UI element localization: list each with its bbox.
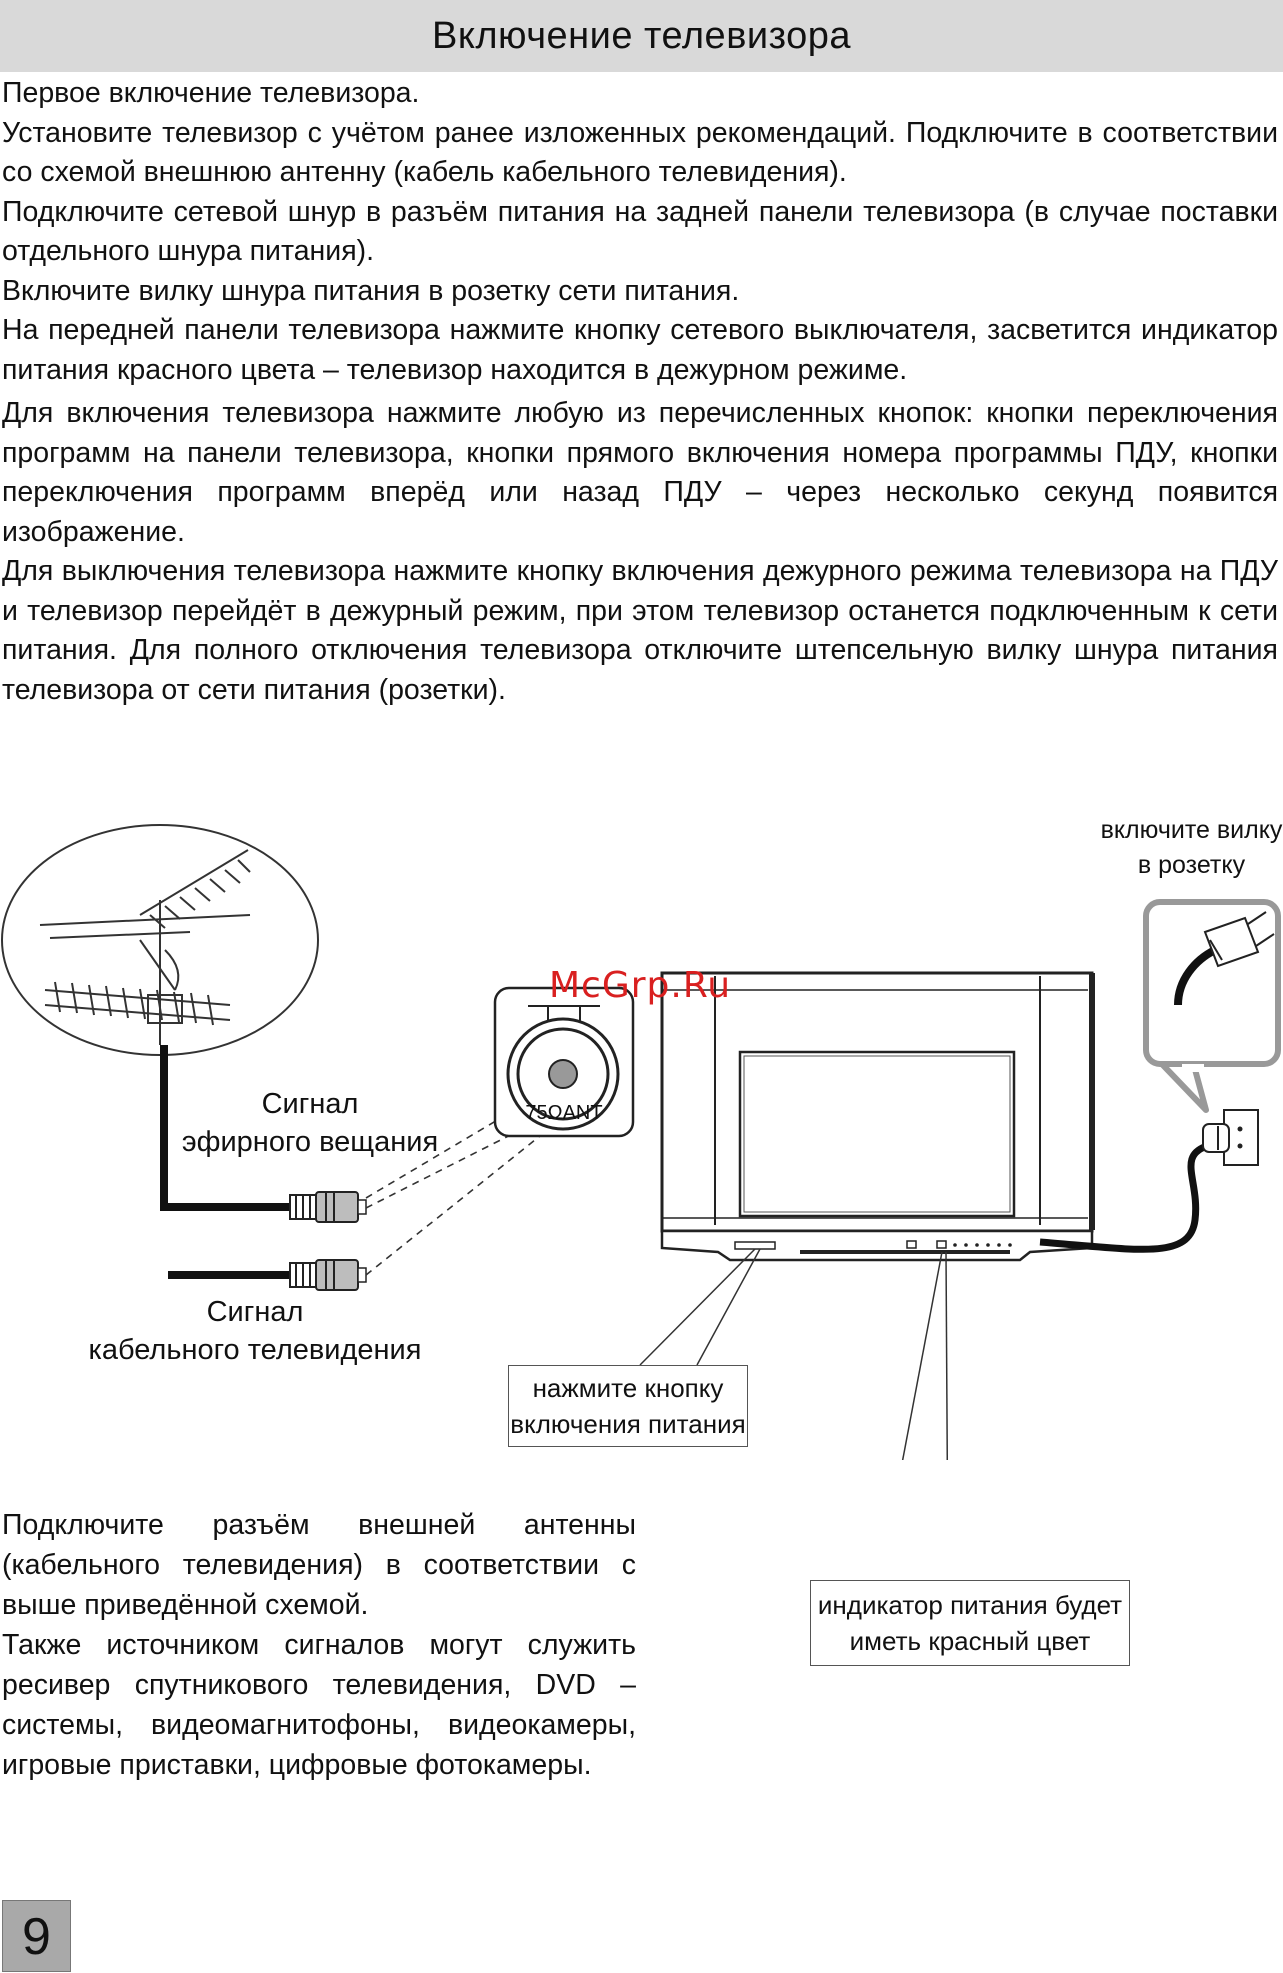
intro-paragraph-4: Включите вилку шнура питания в розетку с…	[2, 274, 740, 307]
page-number: 9	[2, 1900, 71, 1972]
plug-note-label: включите вилку в розетку	[1100, 813, 1283, 883]
plug-note-text: включите вилку в розетку	[1100, 816, 1283, 879]
cable-plug-icon	[289, 1259, 367, 1291]
intro-paragraph-5: На передней панели телевизора нажмите кн…	[2, 314, 1278, 386]
cable-signal-text: Сигнал кабельного телевидения	[88, 1296, 422, 1366]
intro-paragraph-1: Первое включение телевизора.	[2, 77, 420, 109]
page-title: Включение телевизора	[431, 14, 852, 57]
intro-paragraph-6: Для включения телевизора нажмите любую и…	[2, 397, 1278, 548]
wall-socket-icon	[1202, 1109, 1259, 1166]
intro-paragraph-3: Подключите сетевой шнур в разъём питания…	[2, 195, 1278, 268]
plug-callout	[1143, 899, 1281, 1113]
bottom-paragraph-1: Подключите разъём внешней антенны (кабел…	[2, 1509, 636, 1621]
indicator-note: индикатор питания будет иметь красный цв…	[810, 1580, 1130, 1666]
dashed-connection-lines	[365, 1089, 561, 1276]
ant-socket-text: 75ΩANT	[525, 1102, 603, 1124]
ant-socket-label: 75ΩANT	[508, 1100, 620, 1126]
connection-diagram: Сигнал эфирного вещания Сигнал кабельног…	[0, 816, 1283, 1666]
bottom-text: Подключите разъём внешней антенны (кабел…	[2, 1505, 636, 1785]
bottom-paragraph-2: Также источником сигналов могут служить …	[2, 1629, 636, 1781]
power-button-note: нажмите кнопку включения питания	[508, 1365, 748, 1447]
page-header: Включение телевизора	[0, 0, 1283, 72]
antenna-socket-icon	[493, 986, 635, 1138]
watermark: McGrp.Ru	[549, 965, 732, 1006]
air-signal-label: Сигнал эфирного вещания	[170, 1085, 450, 1161]
antenna-icon	[39, 849, 251, 1045]
intro-paragraph-7: Для выключения телевизора нажмите кнопку…	[2, 555, 1278, 706]
tv-icon	[660, 971, 1095, 1262]
air-signal-text: Сигнал эфирного вещания	[181, 1088, 439, 1158]
intro-text: Первое включение телевизора. Установите …	[2, 74, 1278, 710]
antenna-cable	[160, 1045, 295, 1211]
antenna-plug-icon	[289, 1191, 367, 1223]
intro-paragraph-2: Установите телевизор с учётом ранее изло…	[2, 116, 1278, 189]
cable-signal-label: Сигнал кабельного телевидения	[80, 1293, 430, 1369]
power-cord	[1039, 1141, 1212, 1253]
indicator-note-text: индикатор питания будет иметь красный цв…	[817, 1590, 1123, 1656]
power-button-note-text: нажмите кнопку включения питания	[510, 1373, 746, 1439]
antenna-bubble	[1, 824, 319, 1056]
power-plug-icon	[1174, 911, 1275, 1006]
